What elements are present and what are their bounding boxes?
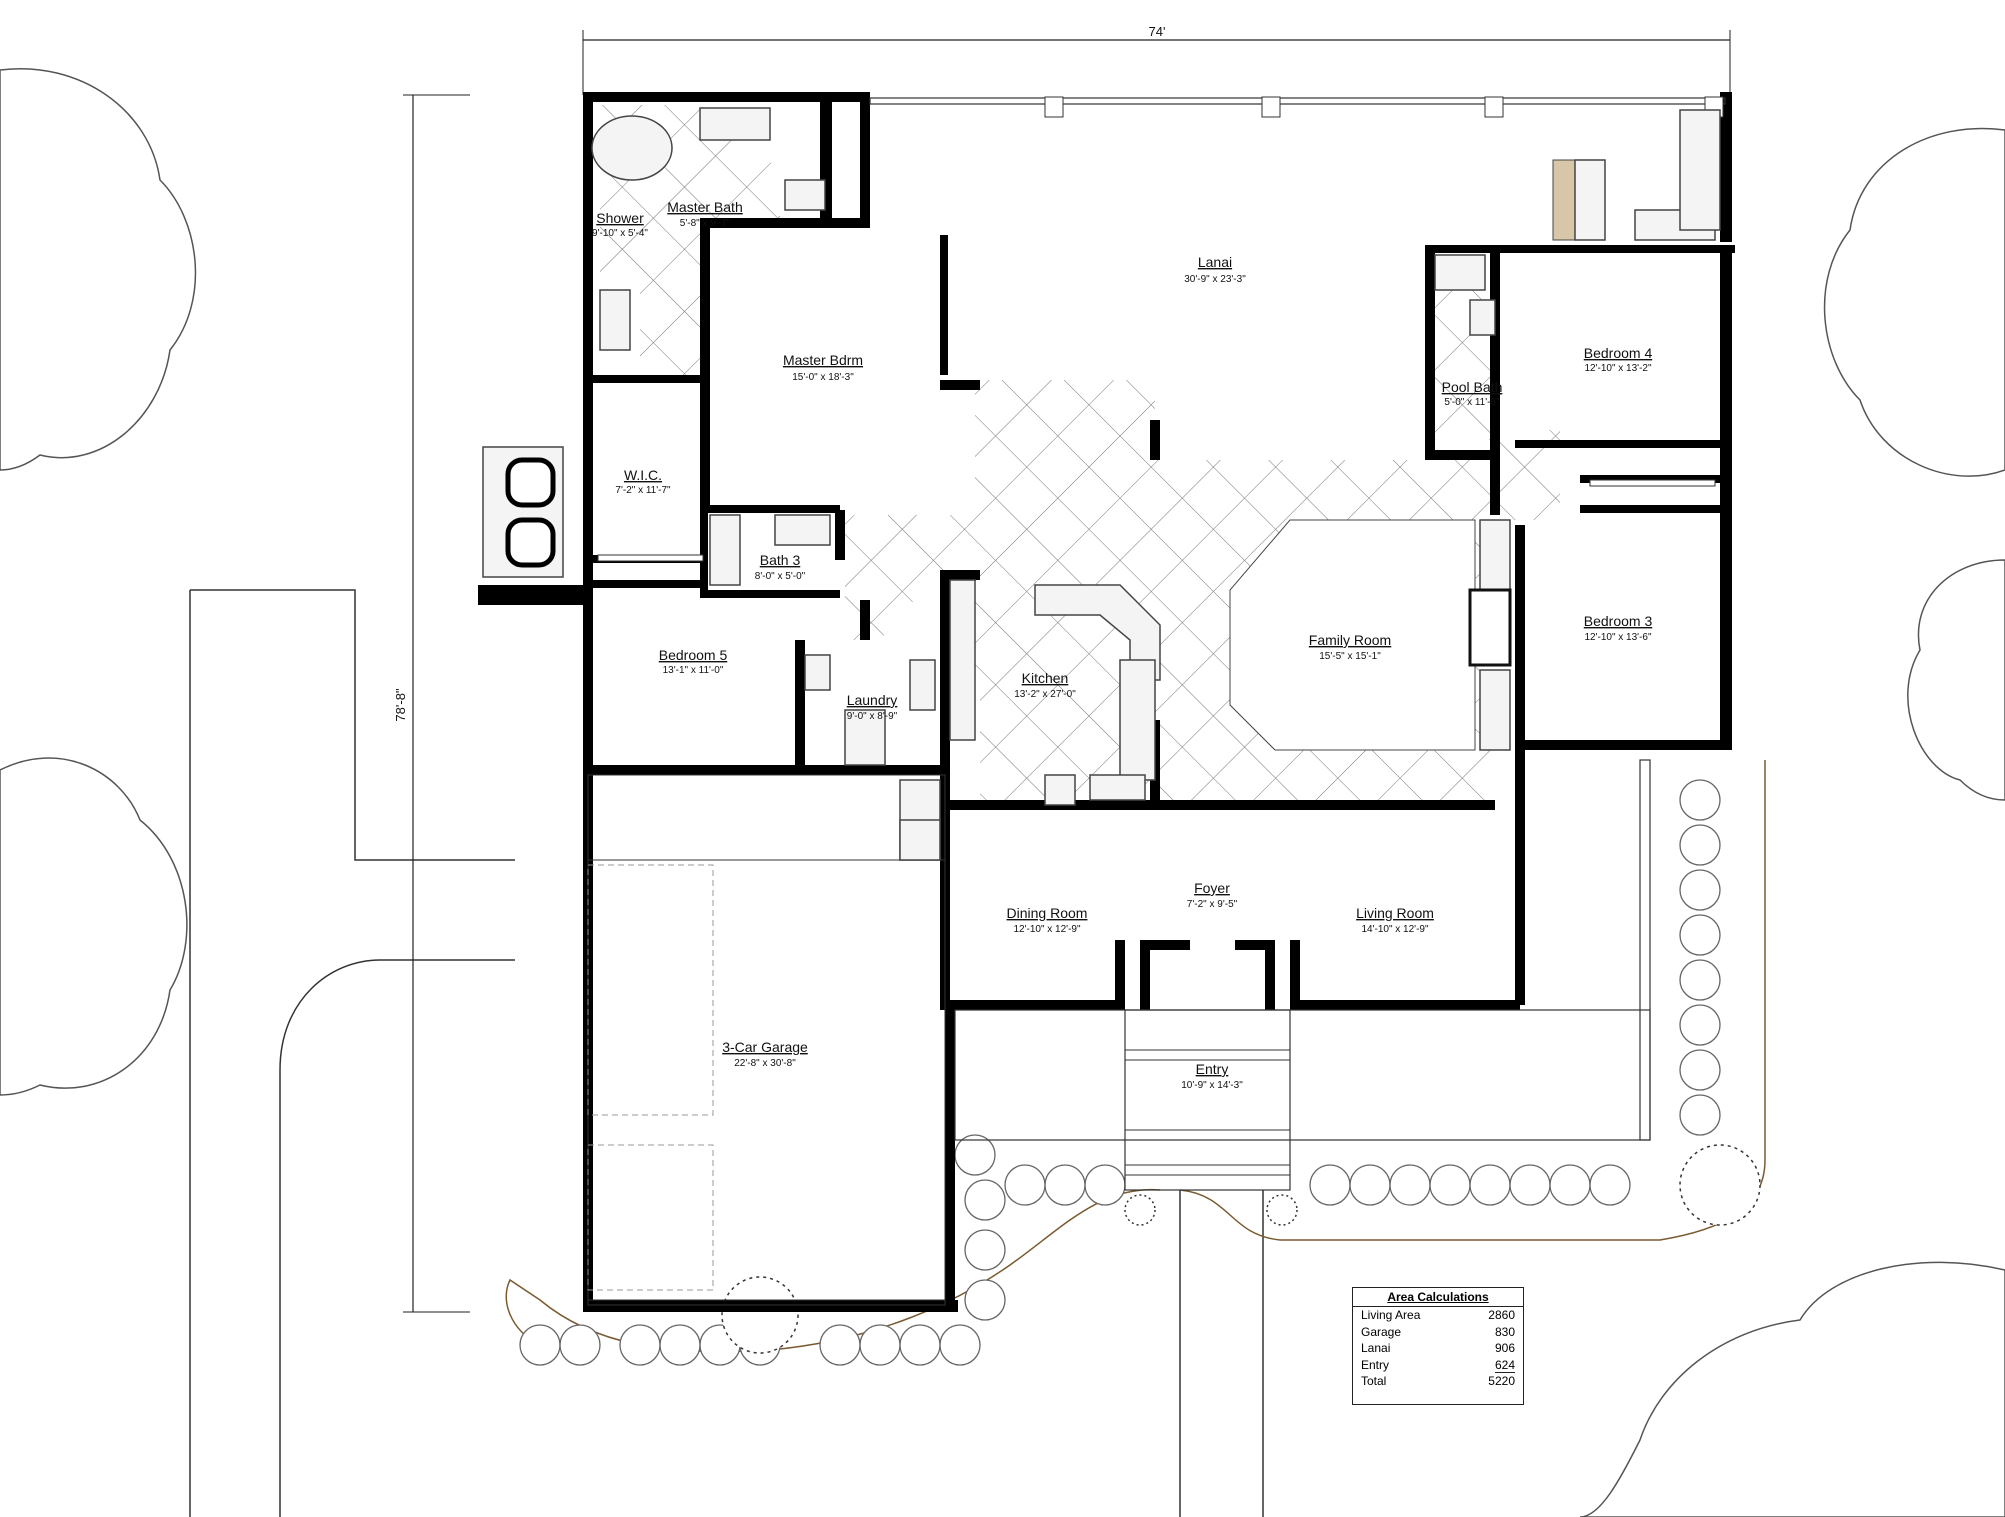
svg-text:3-Car Garage: 3-Car Garage [722,1039,808,1055]
svg-text:Master Bdrm: Master Bdrm [783,352,863,368]
svg-text:30'-9" x 23'-3": 30'-9" x 23'-3" [1184,274,1246,285]
svg-text:7'-2" x 11'-7": 7'-2" x 11'-7" [615,485,671,496]
family-room-carpet [1229,519,1476,751]
svg-text:Pool Bath: Pool Bath [1442,379,1503,395]
room-bedroom-4: Bedroom 4 12'-10" x 13'-2" [1584,345,1653,374]
room-bedroom-3: Bedroom 3 12'-10" x 13'-6" [1584,613,1653,643]
svg-text:Bedroom 4: Bedroom 4 [1584,345,1653,361]
svg-text:15'-5" x 15'-1": 15'-5" x 15'-1" [1319,651,1381,662]
svg-text:9'-10" x 5'-4": 9'-10" x 5'-4" [592,228,648,239]
svg-text:5'-0" x 11'-8": 5'-0" x 11'-8" [1444,397,1500,408]
svg-text:Foyer: Foyer [1194,880,1230,896]
svg-text:Kitchen: Kitchen [1022,670,1069,686]
room-laundry: Laundry 9'-0" x 8'-9" [847,692,898,722]
svg-text:12'-10" x 13'-6": 12'-10" x 13'-6" [1584,632,1652,643]
svg-text:13'-1" x 11'-0": 13'-1" x 11'-0" [663,665,724,676]
svg-text:15'-0" x 18'-3": 15'-0" x 18'-3" [792,372,854,383]
dimension-width: 74' [582,24,1731,95]
ac-units [482,446,564,578]
room-lanai: Lanai 30'-9" x 23'-3" [1184,254,1246,285]
room-living-room: Living Room 14'-10" x 12'-9" [1356,905,1434,935]
room-foyer: Foyer 7'-2" x 9'-5" [1187,880,1238,910]
svg-text:14'-10" x 12'-9": 14'-10" x 12'-9" [1361,924,1429,935]
depth-label: 78'-8" [393,688,408,722]
room-garage: 3-Car Garage 22'-8" x 30'-8" [722,1039,808,1069]
svg-text:13'-2" x 27'-0": 13'-2" x 27'-0" [1014,689,1076,700]
width-label: 74' [1149,24,1166,39]
room-entry: Entry 10'-9" x 14'-3" [1181,1061,1243,1091]
room-pool-bath: Pool Bath 5'-0" x 11'-8" [1442,379,1503,408]
svg-text:Bedroom 5: Bedroom 5 [659,647,728,663]
svg-text:Family Room: Family Room [1309,632,1391,648]
svg-text:5'-8" x 9'-7": 5'-8" x 9'-7" [680,218,731,229]
svg-text:Bath 3: Bath 3 [760,552,801,568]
room-wic: W.I.C. 7'-2" x 11'-7" [615,467,671,496]
walls [478,92,1735,1312]
room-master-bdrm: Master Bdrm 15'-0" x 18'-3" [783,352,863,383]
shrub-row-bottom [519,779,1721,1366]
room-dining-room: Dining Room 12'-10" x 12'-9" [1007,905,1088,935]
dimension-depth: 78'-8" [393,94,470,1313]
room-kitchen: Kitchen 13'-2" x 27'-0" [1014,670,1076,700]
svg-text:Shower: Shower [596,210,644,226]
svg-text:Lanai: Lanai [1198,254,1232,270]
area-calculations-title: Area Calculations [1353,1288,1523,1307]
svg-text:12'-10" x 12'-9": 12'-10" x 12'-9" [1013,924,1081,935]
svg-text:12'-10" x 13'-2": 12'-10" x 13'-2" [1584,363,1652,374]
svg-text:Bedroom 3: Bedroom 3 [1584,613,1653,629]
room-bath-3: Bath 3 8'-0" x 5'-0" [755,552,806,582]
svg-text:10'-9" x 14'-3": 10'-9" x 14'-3" [1181,1080,1243,1091]
fixtures [591,107,1721,861]
svg-text:22'-8" x 30'-8": 22'-8" x 30'-8" [734,1058,796,1069]
svg-text:W.I.C.: W.I.C. [624,467,662,483]
room-labels: Lanai 30'-9" x 23'-3" Master Bath 5'-8" x … [592,199,1652,1091]
svg-text:Master Bath: Master Bath [667,199,742,215]
room-bedroom-5: Bedroom 5 13'-1" x 11'-0" [659,647,728,676]
svg-text:Entry: Entry [1196,1061,1229,1077]
palm-plant-icon [721,1144,1761,1354]
svg-text:7'-2" x 9'-5": 7'-2" x 9'-5" [1187,899,1238,910]
svg-text:Laundry: Laundry [847,692,898,708]
svg-text:9'-0" x 8'-9": 9'-0" x 8'-9" [847,711,898,722]
site-landscape [0,68,2005,1517]
room-master-bath: Master Bath 5'-8" x 9'-7" [667,199,742,229]
svg-text:Dining Room: Dining Room [1007,905,1088,921]
room-shower: Shower 9'-10" x 5'-4" [592,210,648,239]
svg-text:8'-0" x 5'-0": 8'-0" x 5'-0" [755,571,806,582]
room-family-room: Family Room 15'-5" x 15'-1" [1309,632,1391,662]
svg-text:Living Room: Living Room [1356,905,1434,921]
